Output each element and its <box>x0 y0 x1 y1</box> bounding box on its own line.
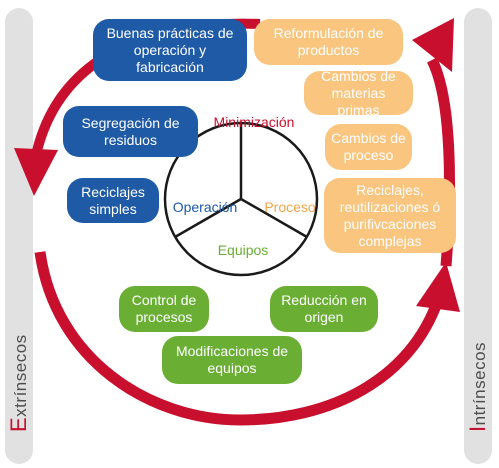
wheel-label-top: Minimización <box>214 114 295 130</box>
intrinsic-side-bar: Intrínsecos <box>464 8 492 464</box>
box-waste-segregation: Segregación de residuos <box>63 106 198 157</box>
box-source-reduction: Reducción en origen <box>270 286 378 332</box>
box-process-control: Control de procesos <box>119 286 209 332</box>
extrinsic-arrowhead <box>14 148 58 196</box>
wheel-spoke-right <box>240 197 308 239</box>
box-equipment-modification: Modificaciones de equipos <box>162 336 302 384</box>
wheel-label-right: Proceso <box>264 199 316 215</box>
intrinsic-arc-arrow <box>34 251 444 426</box>
wheel-label-left: Operación <box>173 199 238 215</box>
wheel-spoke-left <box>174 197 242 239</box>
box-good-practices: Buenas prácticas de operación y fabricac… <box>93 19 247 81</box>
box-process-change: Cambios de proceso <box>325 124 412 170</box>
intrinsic-arrowhead-bottom <box>416 262 460 312</box>
extrinsic-side-bar: Extrínsecos <box>5 8 33 464</box>
box-simple-recycling: Reciclajes simples <box>67 178 159 223</box>
box-raw-material-change: Cambios de materias primas <box>304 68 413 118</box>
intrinsic-arrowhead-top <box>412 18 454 72</box>
box-product-reformulation: Reformulación de productos <box>254 19 403 65</box>
wheel-label-bottom: Equipos <box>218 242 269 258</box>
box-complex-recycling: Reciclajes, reutilizaciones ó purifivcac… <box>324 178 456 253</box>
